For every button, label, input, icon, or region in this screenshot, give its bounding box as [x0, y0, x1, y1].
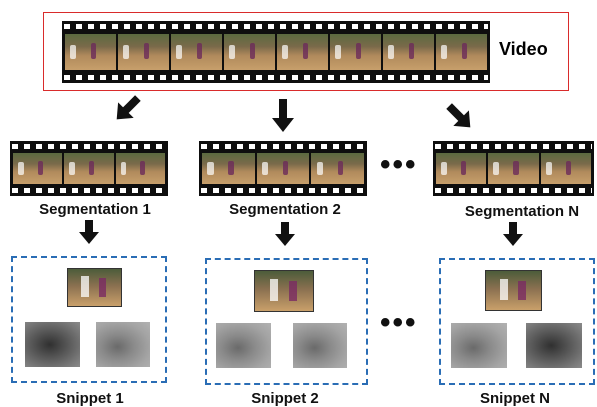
snippet-optical-flow	[451, 323, 507, 368]
segment-frame	[311, 153, 365, 184]
video-frame	[224, 34, 275, 70]
snippet-label-n: Snippet N	[480, 390, 550, 407]
snippet-box-2	[205, 258, 368, 385]
arrow-to-snippet-n	[503, 222, 523, 246]
video-label: Video	[499, 39, 548, 59]
segment-frame	[202, 153, 255, 184]
segment-frame	[13, 153, 63, 184]
segment-label-2: Segmentation 2	[229, 201, 341, 218]
arrow-to-segment-n	[446, 103, 471, 128]
segment-ellipsis: •••	[380, 148, 418, 181]
snippet-optical-flow	[216, 323, 271, 368]
arrow-to-segment-2	[272, 99, 294, 132]
snippet-label-2: Snippet 2	[251, 390, 319, 407]
video-frame	[436, 34, 487, 70]
snippet-rgb-frame	[485, 270, 542, 311]
snippet-optical-flow	[526, 323, 582, 368]
segment-filmstrip-n	[433, 141, 594, 196]
video-frame	[118, 34, 169, 70]
segment-label-n: Segmentation N	[464, 203, 580, 220]
segment-frame	[436, 153, 487, 184]
snippet-rgb-frame	[254, 270, 314, 312]
segment-filmstrip-1	[10, 141, 168, 196]
snippet-box-1	[11, 256, 167, 383]
video-frame	[383, 34, 434, 70]
snippet-optical-flow	[293, 323, 347, 368]
video-frame	[277, 34, 328, 70]
segment-frame	[115, 153, 165, 184]
snippet-label-1: Snippet 1	[56, 390, 124, 407]
snippet-optical-flow	[25, 322, 80, 367]
snippet-rgb-frame	[67, 268, 122, 307]
segment-label-1: Segmentation 1	[39, 201, 151, 218]
snippet-box-n	[439, 258, 595, 385]
segment-frame	[540, 153, 591, 184]
segment-frame	[488, 153, 539, 184]
video-frame	[171, 34, 222, 70]
video-frame	[65, 34, 116, 70]
video-filmstrip	[62, 21, 490, 83]
arrow-to-snippet-2	[275, 222, 295, 246]
arrow-to-segment-1	[116, 95, 141, 120]
segment-filmstrip-2	[199, 141, 367, 196]
video-frame	[330, 34, 381, 70]
snippet-optical-flow	[96, 322, 150, 367]
snippet-ellipsis: •••	[380, 306, 418, 339]
video-box	[43, 12, 569, 91]
segment-frame	[64, 153, 114, 184]
arrow-to-snippet-1	[79, 220, 99, 244]
segment-frame	[256, 153, 310, 184]
